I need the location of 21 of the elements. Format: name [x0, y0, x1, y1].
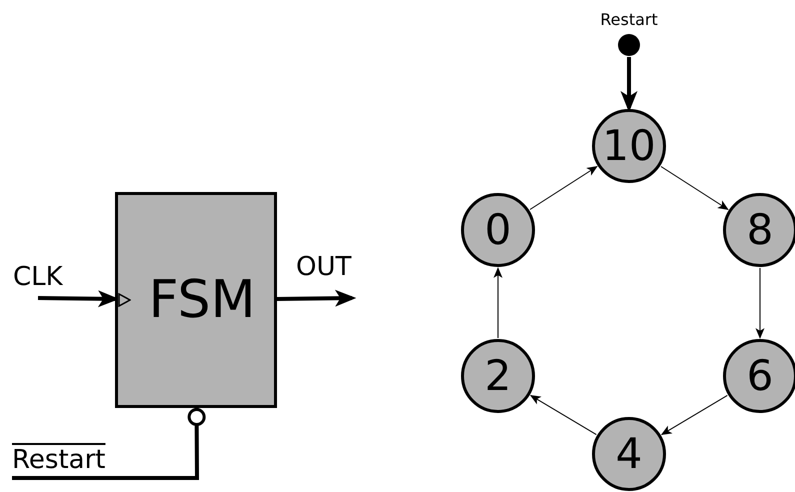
state-label: 6: [746, 355, 774, 397]
state-label: 4: [616, 433, 642, 475]
block-label: FSM: [148, 274, 256, 326]
arrow: [494, 267, 502, 338]
arrow: [276, 290, 356, 307]
start-marker: [618, 34, 640, 56]
arrow: [660, 166, 729, 210]
signal-label: Restart: [12, 447, 106, 473]
arrow: [756, 268, 764, 339]
state-label: 2: [484, 355, 512, 397]
state-label: 8: [746, 209, 774, 251]
state-label: 0: [484, 209, 512, 251]
signal-label: CLK: [13, 264, 63, 290]
state-label: 10: [602, 125, 656, 167]
arrow: [530, 166, 598, 210]
arrow: [660, 394, 728, 436]
signal-label: OUT: [296, 254, 352, 280]
inverted-input-line: [12, 408, 206, 480]
arrow: [530, 394, 597, 436]
fsm-block: [115, 192, 277, 408]
start-label: Restart: [600, 12, 658, 28]
